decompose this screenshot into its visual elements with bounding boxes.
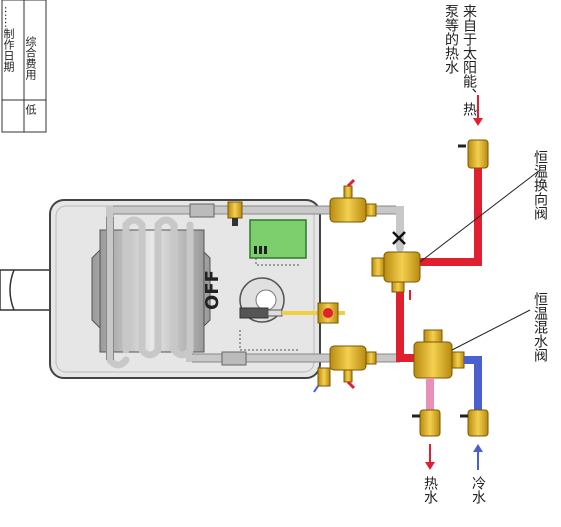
boiler-fitting-tab <box>232 218 238 226</box>
hot-supply-pipe <box>396 156 482 362</box>
solar-source-label: 来自于太阳能、热泵等的热水 <box>443 4 477 116</box>
hot-water-label: 热水 <box>422 476 438 504</box>
drain-valve <box>313 367 331 393</box>
cold-water-inlet-valve <box>460 409 489 437</box>
control-board <box>249 219 307 266</box>
coil-pipe <box>106 211 194 369</box>
inlet-valve-bottom <box>329 345 377 390</box>
thermostatic-mixing-valve <box>413 329 465 379</box>
diverter-leader-line <box>419 169 541 263</box>
thermostatic-diverter-valve <box>371 251 421 293</box>
table-fragment <box>1 0 47 133</box>
mixer-leader-line <box>451 309 531 351</box>
cold-water-pipe <box>464 356 482 415</box>
flow-sensor-bottom <box>221 351 247 366</box>
table-row2-label: 综合费用 <box>24 36 37 80</box>
hot-inlet-arrow-head <box>473 118 483 126</box>
table-row2-value: 低 <box>24 104 37 115</box>
boiler-status-label: OFF <box>202 270 223 310</box>
solar-inlet-valve <box>458 139 489 169</box>
outlet-valve-top <box>329 178 377 223</box>
burner-unit <box>239 277 285 323</box>
hot-water-arrow-head <box>425 462 435 470</box>
gas-valve <box>317 302 339 324</box>
boiler-fitting <box>227 201 243 219</box>
flow-sensor-top <box>189 203 215 218</box>
cold-water-label: 冷水 <box>470 476 486 504</box>
diverter-valve-label: 恒温换向阀 <box>532 150 548 220</box>
table-row1: ……制作日期 <box>2 6 15 72</box>
crossing-marker <box>392 231 406 245</box>
exhaust-flue <box>0 269 59 311</box>
mixing-valve-label: 恒温混水阀 <box>532 292 548 362</box>
sensor-wire <box>239 330 300 351</box>
cold-water-arrow-head <box>473 444 483 452</box>
hot-water-output-valve <box>412 409 441 437</box>
